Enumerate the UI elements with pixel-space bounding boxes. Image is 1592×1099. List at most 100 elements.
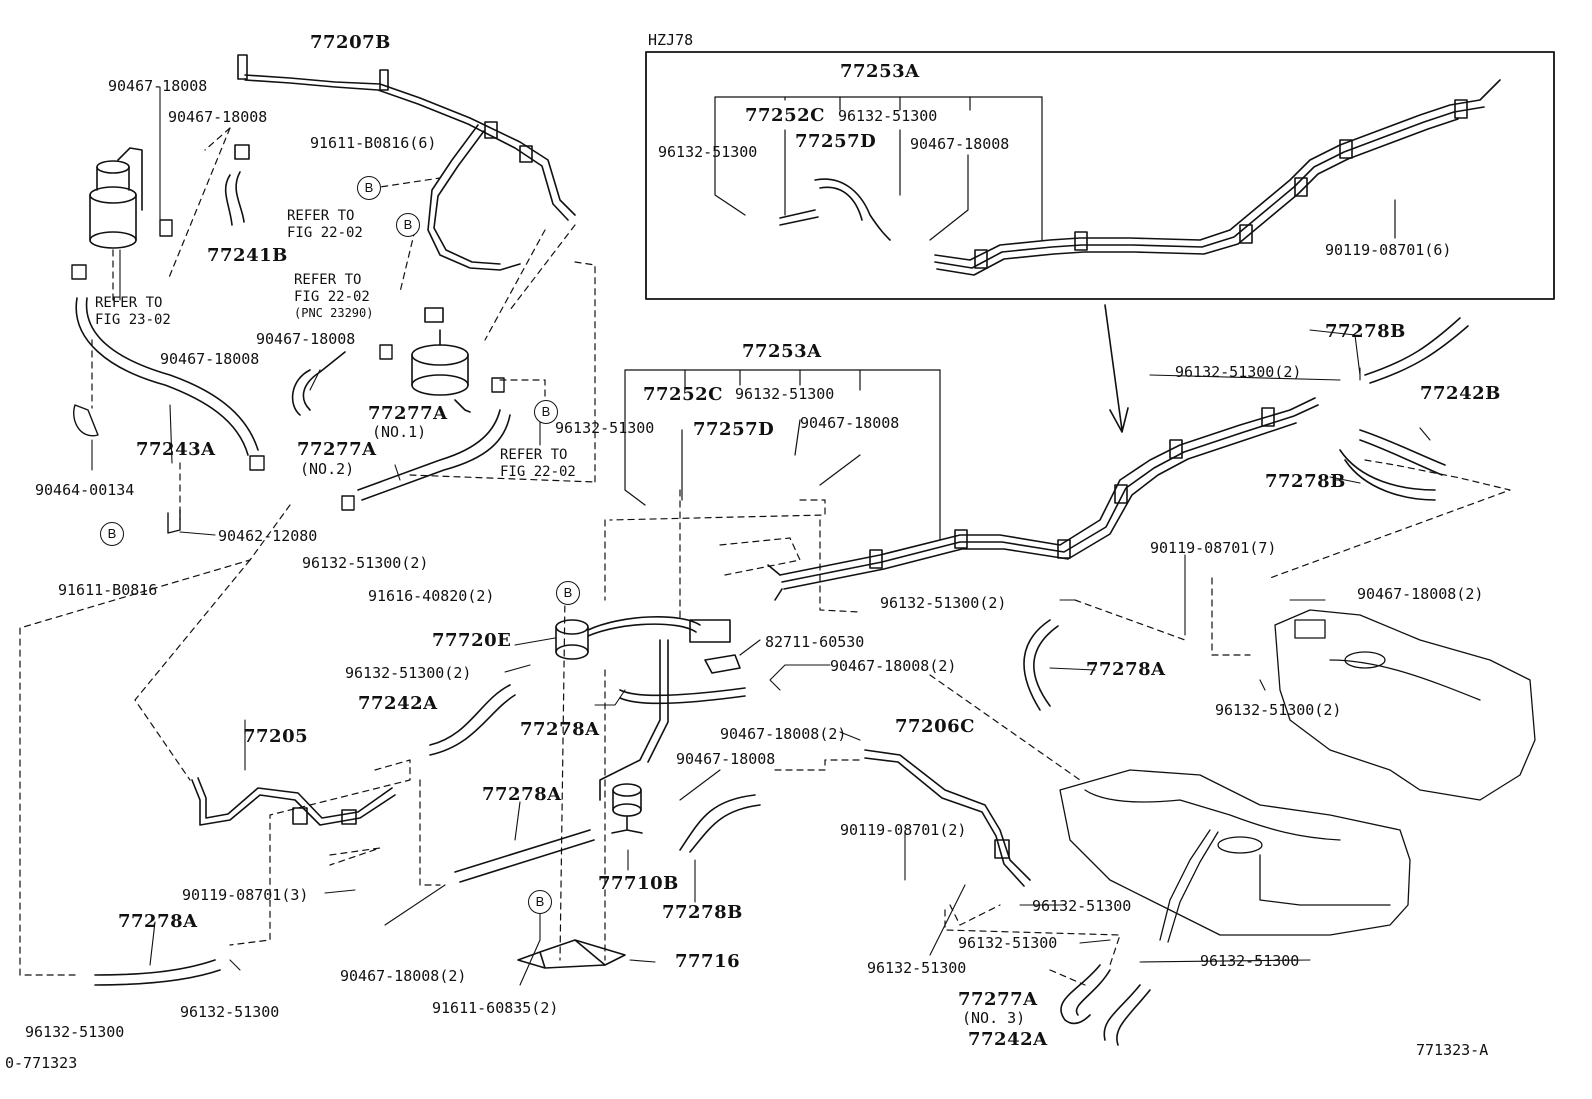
label-96132-51300-f: 96132-51300 bbox=[958, 934, 1058, 952]
pipe-77207B bbox=[237, 54, 576, 271]
label-90467-18008-f: 90467-18008 bbox=[676, 750, 776, 768]
pipe-77205 bbox=[191, 777, 396, 826]
label-90467-18008-2-a: 90467-18008(2) bbox=[830, 657, 957, 675]
label-no1: (NO.1) bbox=[372, 423, 427, 441]
ref-fig-23-02: FIG 23-02 bbox=[95, 312, 171, 328]
ref-pnc: (PNC 23290) bbox=[294, 306, 374, 320]
filter-canister bbox=[89, 147, 143, 249]
circle-b-marker: B bbox=[100, 522, 124, 546]
label-77278A-bottom: 77278A bbox=[118, 911, 198, 932]
label-77278A-center: 77278A bbox=[520, 719, 600, 740]
ref-refer-to-a: REFER TO bbox=[287, 208, 355, 224]
label-96132-51300-2-d: 96132-51300(2) bbox=[880, 594, 1007, 612]
ref-fig-22-02-a: FIG 22-02 bbox=[287, 225, 363, 241]
hose-77278B-center bbox=[679, 794, 761, 853]
footer-left: 0-771323 bbox=[5, 1054, 78, 1072]
label-90119-08701-6: 90119-08701(6) bbox=[1325, 241, 1452, 259]
pipe-77206C bbox=[864, 749, 1031, 887]
label-77257D-inset: 77257D bbox=[795, 131, 877, 152]
label-no3: (NO. 3) bbox=[962, 1009, 1026, 1027]
circle-b-marker: B bbox=[357, 176, 381, 200]
ref-fig-22-02-c: FIG 22-02 bbox=[500, 464, 576, 480]
label-77243A: 77243A bbox=[136, 439, 216, 460]
valve-unit bbox=[411, 307, 471, 413]
label-77207B: 77207B bbox=[310, 32, 391, 53]
hose-77278B-right bbox=[1339, 449, 1436, 501]
vsv-77720E bbox=[555, 616, 731, 660]
label-96132-51300-2-b: 96132-51300(2) bbox=[345, 664, 472, 682]
label-96132-51300-d: 96132-51300 bbox=[555, 419, 655, 437]
center-leader-brackets bbox=[624, 369, 941, 541]
label-77205: 77205 bbox=[243, 726, 309, 747]
label-91611-B0816: 91611-B0816 bbox=[58, 581, 158, 599]
label-90467-18008-e: 90467-18008 bbox=[800, 414, 900, 432]
hose-77278A-right bbox=[1023, 619, 1059, 711]
label-90467-18008-2-c: 90467-18008(2) bbox=[340, 967, 467, 985]
hose-77242A-center bbox=[429, 684, 516, 756]
label-77716: 77716 bbox=[675, 951, 741, 972]
label-91611-60835-2: 91611-60835(2) bbox=[432, 999, 559, 1017]
hose-77242A-bottom bbox=[1103, 984, 1151, 1046]
label-90467-18008-a: 90467-18008 bbox=[108, 77, 208, 95]
hose-77278A-center bbox=[619, 687, 746, 705]
label-77242B: 77242B bbox=[1420, 383, 1501, 404]
bracket-77716 bbox=[517, 939, 626, 969]
hose-77242B bbox=[1359, 429, 1446, 476]
inset-title: HZJ78 bbox=[648, 31, 694, 49]
label-96132-51300-a: 96132-51300 bbox=[180, 1003, 280, 1021]
label-90467-18008-2-b: 90467-18008(2) bbox=[720, 725, 847, 743]
label-90464-00134: 90464-00134 bbox=[35, 481, 135, 499]
hose-77278A-bottom bbox=[94, 959, 221, 986]
label-77277A-no3: 77277A bbox=[958, 989, 1038, 1010]
clamps bbox=[71, 219, 505, 534]
label-77710B: 77710B bbox=[598, 873, 679, 894]
label-77252C-center: 77252C bbox=[643, 384, 723, 405]
circle-b-marker: B bbox=[534, 400, 558, 424]
down-arrow bbox=[1104, 304, 1129, 433]
label-77278B-right: 77278B bbox=[1265, 471, 1346, 492]
label-90119-08701-3: 90119-08701(3) bbox=[182, 886, 309, 904]
ref-fig-22-02-b: FIG 22-02 bbox=[294, 289, 370, 305]
label-no2: (NO.2) bbox=[300, 460, 355, 478]
label-77278A-right: 77278A bbox=[1086, 659, 1166, 680]
hose-77277A-no2 bbox=[291, 351, 346, 416]
label-77278B-top: 77278B bbox=[1325, 321, 1406, 342]
hose-77241B bbox=[224, 144, 250, 226]
inset-frame bbox=[645, 51, 1555, 300]
label-77242A-center: 77242A bbox=[358, 693, 438, 714]
label-77252C-inset: 77252C bbox=[745, 105, 825, 126]
label-82711-60530: 82711-60530 bbox=[765, 633, 865, 651]
footer-right: 771323-A bbox=[1416, 1041, 1489, 1059]
label-90119-08701-7: 90119-08701(7) bbox=[1150, 539, 1277, 557]
label-77720E: 77720E bbox=[432, 630, 512, 651]
fuel-tank-main bbox=[1059, 769, 1411, 943]
label-96132-51300-2-e: 96132-51300(2) bbox=[1215, 701, 1342, 719]
label-77277A-no2: 77277A bbox=[297, 439, 377, 460]
label-77253A-center: 77253A bbox=[742, 341, 822, 362]
label-96132-51300-g: 96132-51300 bbox=[1200, 952, 1300, 970]
label-90467-18008-c: 90467-18008 bbox=[256, 330, 356, 348]
label-96132-51300-h: 96132-51300 bbox=[867, 959, 967, 977]
leader-lines bbox=[91, 86, 1431, 986]
hose-77277A-no3 bbox=[1060, 964, 1111, 1025]
label-77257D-center: 77257D bbox=[693, 419, 775, 440]
label-91611-B0816-6: 91611-B0816(6) bbox=[310, 134, 437, 152]
circle-b-marker: B bbox=[556, 581, 580, 605]
inset-hose-77257D bbox=[814, 178, 891, 241]
label-77277A-no1: 77277A bbox=[368, 403, 448, 424]
hose-77277A-no1 bbox=[357, 409, 511, 501]
label-77278A-lower: 77278A bbox=[482, 784, 562, 805]
ref-refer-to-d: REFER TO bbox=[500, 447, 568, 463]
label-96132-51300-inset-a: 96132-51300 bbox=[838, 107, 938, 125]
label-96132-51300-inset-b: 96132-51300 bbox=[658, 143, 758, 161]
label-90467-18008-b: 90467-18008 bbox=[168, 108, 268, 126]
label-96132-51300-c: 96132-51300 bbox=[735, 385, 835, 403]
label-90462-12080: 90462-12080 bbox=[218, 527, 318, 545]
hose-77278B-top bbox=[1364, 317, 1469, 384]
line-to-77710B bbox=[599, 639, 669, 801]
label-96132-51300-b: 96132-51300 bbox=[25, 1023, 125, 1041]
pipe-77253A bbox=[767, 397, 1319, 601]
label-96132-51300-2-a: 96132-51300(2) bbox=[302, 554, 429, 572]
circle-b-marker: B bbox=[528, 890, 552, 914]
